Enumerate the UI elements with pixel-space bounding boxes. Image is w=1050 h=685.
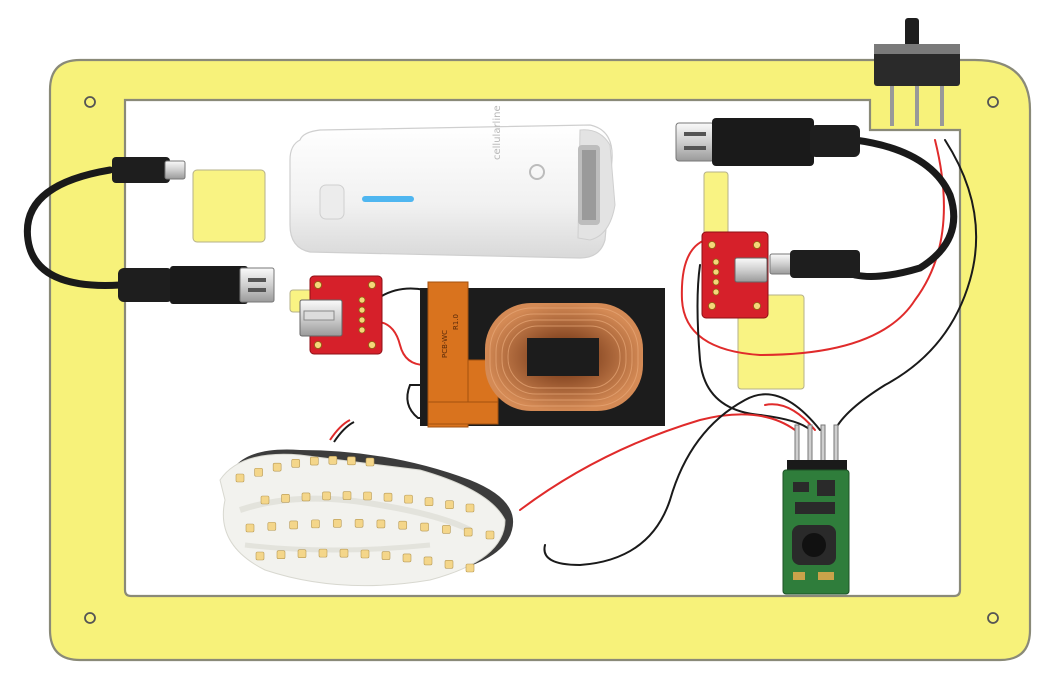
micro-usb-cable-left[interactable]: [23, 157, 275, 304]
pad-powerbank: [192, 169, 266, 243]
screw-hole: [987, 612, 999, 624]
led-chip: [318, 548, 328, 558]
led-chip: [420, 522, 429, 532]
led-chip: [311, 519, 320, 529]
led-chip: [404, 494, 413, 504]
led-chip: [376, 519, 386, 529]
dc-dc-step-up-module: [782, 424, 850, 595]
led-chip: [360, 549, 370, 559]
mounting-frame: [48, 58, 1032, 662]
led-chip: [347, 456, 356, 466]
led-chip: [309, 456, 319, 466]
led-chip: [339, 548, 349, 558]
led-chip: [301, 492, 311, 502]
led-chip: [342, 491, 352, 500]
led-chip: [235, 473, 245, 483]
led-chip: [254, 467, 263, 477]
led-chip: [332, 518, 342, 528]
led-chip: [276, 550, 286, 560]
led-chip: [444, 560, 454, 569]
power-bank-logo: [529, 164, 545, 180]
usb-a-breakout-board[interactable]: [299, 275, 383, 355]
flex-label-2: R1.0: [452, 314, 460, 330]
power-bank: cellularline: [289, 105, 616, 259]
led-chip: [423, 556, 433, 566]
led-chip: [289, 520, 298, 530]
slide-switch[interactable]: [874, 18, 960, 126]
led-chip: [442, 525, 451, 534]
led-chip: [245, 523, 255, 533]
led-chip: [255, 551, 265, 561]
led-chip: [267, 522, 277, 531]
led-chip: [445, 500, 454, 510]
led-chip: [322, 491, 331, 501]
led-chip: [402, 553, 412, 563]
micro-usb-cable-right[interactable]: [675, 118, 958, 280]
led-chip: [260, 495, 270, 505]
led-chip: [485, 530, 495, 540]
wires: [379, 139, 978, 567]
power-bank-button[interactable]: [319, 184, 345, 220]
led-chip: [463, 527, 473, 537]
led-chip: [365, 457, 375, 467]
led-chip: [328, 456, 338, 465]
flex-label-1: PCB-WC: [441, 330, 449, 358]
power-bank-brand: cellularline: [492, 105, 503, 160]
led-chip: [424, 497, 434, 506]
led-chip: [297, 549, 307, 558]
led-chip: [363, 491, 372, 501]
led-chip: [281, 494, 290, 503]
switch-toggle[interactable]: [905, 18, 919, 48]
power-bank-status-led: [362, 196, 414, 202]
led-chip: [354, 518, 364, 528]
led-chip: [398, 520, 408, 530]
led-chip: [272, 462, 282, 472]
led-chip: [291, 459, 301, 468]
screw-hole: [987, 96, 999, 108]
micro-usb-breakout-board[interactable]: [701, 231, 769, 319]
led-chip: [465, 563, 475, 573]
led-chip: [383, 492, 393, 502]
screw-hole: [84, 612, 96, 624]
led-chip: [465, 503, 475, 513]
screw-hole: [84, 96, 96, 108]
led-strip: [219, 419, 514, 587]
qi-charging-coil: PCB-WC R1.0: [420, 281, 665, 428]
led-chip: [381, 551, 391, 560]
